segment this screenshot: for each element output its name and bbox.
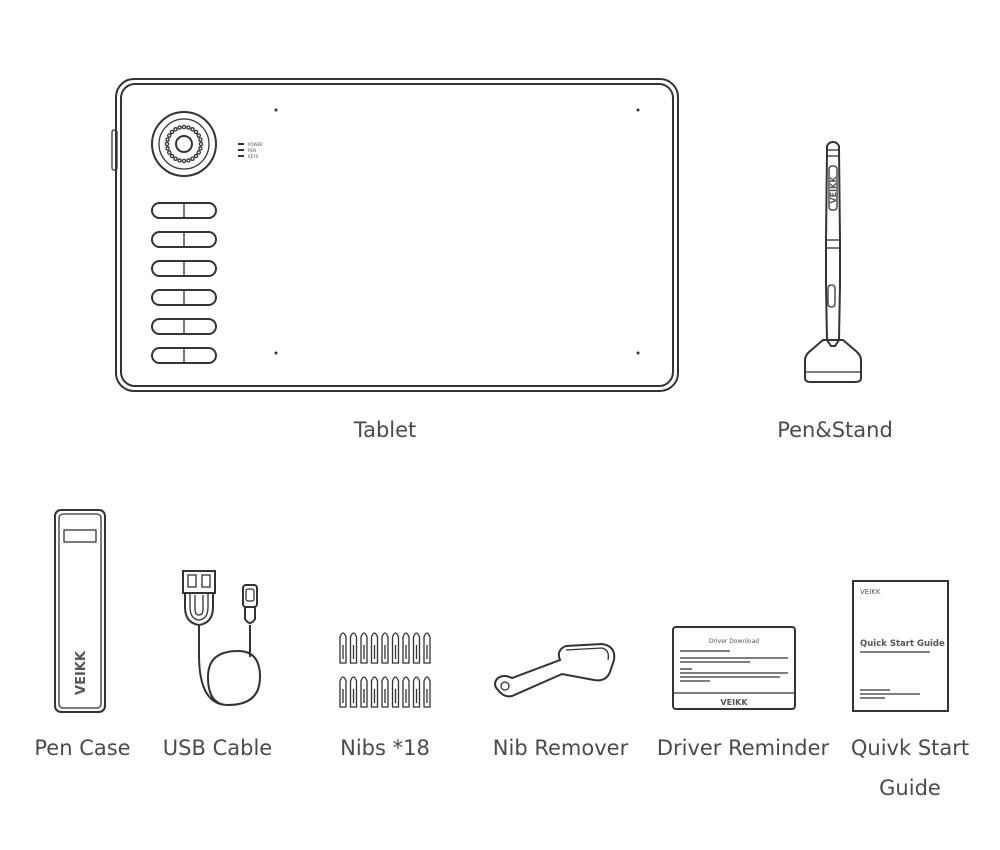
indicator-keys: KEYS — [248, 154, 259, 159]
active-area-corner-bl — [274, 351, 278, 355]
dial-dot — [169, 129, 175, 135]
nib — [349, 632, 358, 664]
dial-dot — [198, 137, 203, 142]
quick-start-guide-label-line2: Guide — [879, 776, 941, 800]
indicator-pen: PEN — [248, 148, 256, 153]
dial-dot — [198, 141, 204, 147]
tablet-dial-center — [175, 135, 193, 153]
nib-remover-label: Nib Remover — [492, 736, 629, 760]
dial-dot — [177, 125, 182, 130]
dial-dot — [181, 158, 187, 164]
pen-case-label: Pen Case — [34, 736, 131, 760]
dial-dot — [167, 133, 172, 138]
dial-dot — [193, 153, 199, 159]
tablet-illustration: POWER PEN KEYS — [111, 78, 679, 392]
booklet-title: Quick Start Guide — [860, 639, 945, 649]
driver-card-title: Driver Download — [709, 638, 759, 645]
dial-dot — [167, 150, 172, 155]
nib-remover-illustration — [494, 642, 616, 698]
dial-dot — [165, 146, 170, 151]
usb-c-connector — [242, 584, 258, 608]
nibs-grid — [339, 632, 431, 708]
dial-dot — [164, 141, 170, 147]
nib — [423, 632, 431, 664]
quick-start-guide-illustration: VEIKK Quick Start Guide — [852, 580, 949, 712]
dial-dot — [190, 127, 195, 132]
dial-dot — [193, 129, 199, 135]
quick-start-guide-label-line1: Quivk Start — [850, 736, 970, 760]
nib — [402, 632, 410, 664]
tablet-outer-frame — [115, 78, 679, 392]
nib — [339, 676, 347, 708]
driver-card-brand: VEIKK — [720, 698, 748, 707]
dial-dot — [186, 125, 191, 130]
tablet-express-keys — [151, 202, 217, 364]
pen-case-brand: VEIKK — [74, 650, 89, 695]
dial-dot — [181, 124, 187, 130]
dial-dot — [198, 146, 203, 151]
dial-dot — [169, 153, 175, 159]
dial-dot — [173, 127, 178, 132]
nib — [339, 632, 347, 664]
dial-dot — [190, 156, 195, 161]
nib — [402, 676, 410, 708]
tablet-label: Tablet — [353, 418, 417, 442]
dial-dot — [165, 137, 170, 142]
tablet-dial-outer — [151, 111, 217, 177]
tablet-side-port — [111, 129, 118, 171]
pen-stand-label: Pen&Stand — [777, 418, 893, 442]
driver-reminder-label: Driver Reminder — [656, 736, 830, 760]
tablet-dial-dots — [164, 124, 204, 164]
quick-start-guide-label: Quivk Start Guide — [840, 728, 980, 808]
nib — [412, 676, 421, 708]
nib — [412, 632, 421, 664]
pen-stand-base — [804, 339, 862, 383]
dial-dot — [173, 156, 178, 161]
active-area-corner-tl — [274, 108, 278, 112]
pen-brand: VEIKK — [829, 176, 838, 204]
tablet-inner-frame — [120, 83, 674, 387]
nib — [381, 632, 389, 664]
nib — [349, 676, 358, 708]
dial-dot — [186, 158, 191, 163]
nib — [370, 632, 379, 664]
booklet-brand: VEIKK — [860, 588, 881, 596]
nib — [423, 676, 431, 708]
nib — [391, 632, 400, 664]
dial-dot — [196, 150, 201, 155]
usb-cable-label: USB Cable — [162, 736, 273, 760]
dial-dot — [196, 133, 201, 138]
pen-case-window — [63, 529, 97, 543]
usb-a-connector — [182, 570, 216, 594]
dial-dot — [177, 158, 182, 163]
nib — [360, 632, 368, 664]
active-area-corner-tr — [636, 108, 640, 112]
pen-case-illustration: VEIKK — [54, 509, 106, 713]
nib — [381, 676, 389, 708]
nib — [360, 676, 368, 708]
pen-side-button — [827, 284, 836, 308]
pen-body — [825, 140, 841, 347]
nib — [370, 676, 379, 708]
pen-stand-illustration: VEIKK — [804, 140, 862, 383]
nib — [391, 676, 400, 708]
nibs-illustration — [339, 632, 431, 708]
indicator-power: POWER — [248, 142, 263, 147]
usb-cable-wire — [198, 625, 262, 707]
active-area-corner-br — [636, 351, 640, 355]
tablet-dial-mid — [158, 118, 210, 170]
tablet-indicators: POWER PEN KEYS — [238, 142, 263, 159]
driver-reminder-illustration: Driver Download VEIKK — [672, 626, 796, 710]
usb-cable-illustration — [182, 570, 262, 707]
nibs-label: Nibs *18 — [340, 736, 430, 760]
